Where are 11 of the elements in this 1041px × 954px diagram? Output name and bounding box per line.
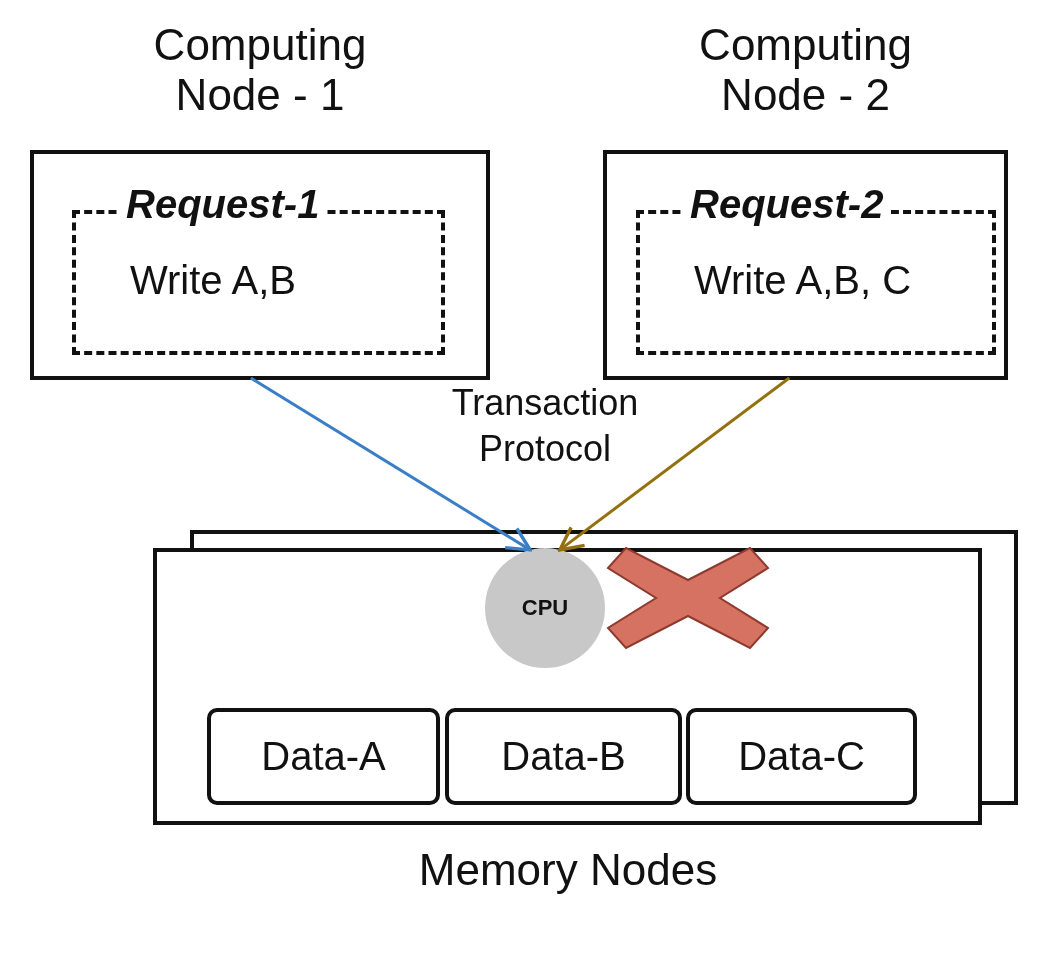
arrow	[250, 376, 532, 552]
request-text: Write A,B, C	[694, 257, 912, 304]
node-title: Memory Nodes	[417, 845, 719, 895]
arrow	[558, 376, 791, 552]
annotation-text: Transaction Protocol	[450, 381, 640, 471]
node-title: Computing Node - 2	[698, 20, 913, 120]
data-box: Data-A	[207, 708, 440, 805]
data-box: Data-B	[445, 708, 682, 805]
request-text: Write A,B	[130, 257, 296, 304]
node-title: Computing Node - 1	[152, 20, 368, 120]
data-box: Data-C	[686, 708, 917, 805]
